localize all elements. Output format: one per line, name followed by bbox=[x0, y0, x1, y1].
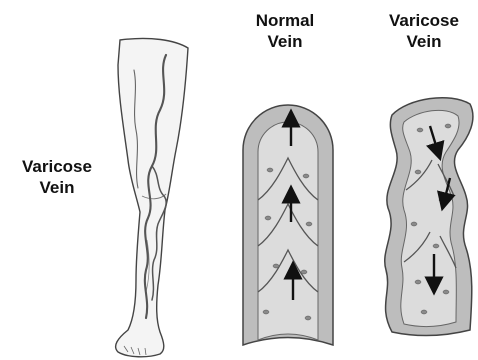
leg-outline bbox=[116, 38, 188, 356]
normal-vein-lumen bbox=[258, 122, 318, 340]
varicose-vein-lumen bbox=[401, 110, 459, 326]
leg-illustration bbox=[116, 38, 188, 356]
normal-vein-diagram bbox=[243, 105, 333, 345]
varicose-vein-diagram bbox=[385, 98, 473, 336]
